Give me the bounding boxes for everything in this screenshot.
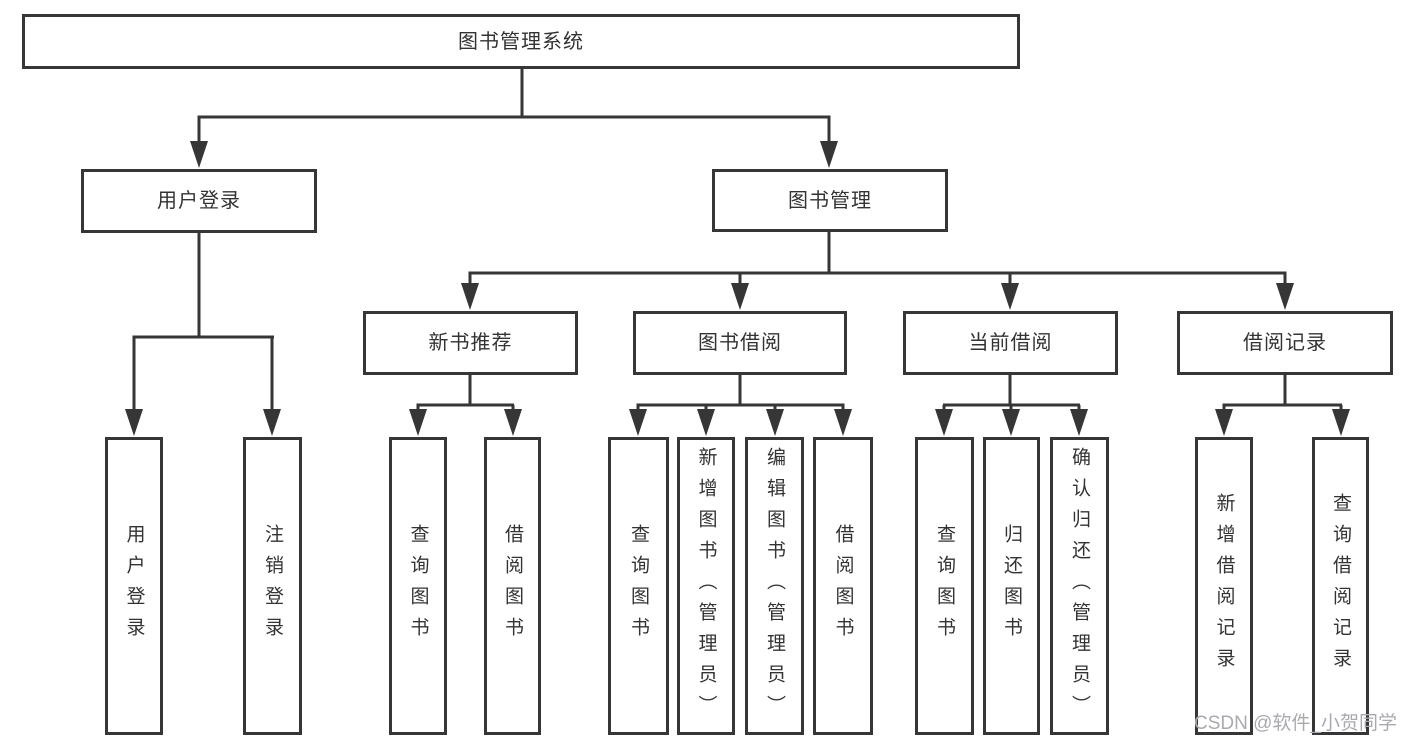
leaf-query-books-borrowing: 查询图书 bbox=[608, 437, 669, 735]
leaf-query-borrowing-record: 查询借阅记录 bbox=[1312, 437, 1369, 735]
leaf-borrow-books-borrowing: 借阅图书 bbox=[813, 437, 873, 735]
node-borrowing-records: 借阅记录 bbox=[1177, 311, 1393, 375]
leaf-add-book-admin: 新增图书（管理员） bbox=[677, 437, 735, 735]
leaf-add-borrowing-record: 新增借阅记录 bbox=[1195, 437, 1253, 735]
leaf-return-books: 归还图书 bbox=[983, 437, 1040, 735]
leaf-confirm-return-admin: 确认归还（管理员） bbox=[1050, 437, 1109, 735]
node-book-management-system: 图书管理系统 bbox=[22, 14, 1020, 69]
leaf-edit-book-admin: 编辑图书（管理员） bbox=[745, 437, 804, 735]
node-book-management: 图书管理 bbox=[712, 169, 948, 232]
node-new-book-recommendation: 新书推荐 bbox=[363, 311, 578, 375]
leaf-borrow-books-recommend: 借阅图书 bbox=[484, 437, 541, 735]
node-user-login: 用户登录 bbox=[81, 169, 317, 233]
node-current-borrowing: 当前借阅 bbox=[903, 311, 1118, 375]
leaf-logout: 注销登录 bbox=[243, 437, 302, 735]
node-book-borrowing: 图书借阅 bbox=[633, 311, 847, 375]
watermark: CSDN @软件_小贺同学 bbox=[1194, 713, 1397, 734]
leaf-query-books-recommend: 查询图书 bbox=[389, 437, 447, 735]
leaf-query-books-current: 查询图书 bbox=[915, 437, 974, 735]
leaf-user-login: 用户登录 bbox=[105, 437, 163, 735]
